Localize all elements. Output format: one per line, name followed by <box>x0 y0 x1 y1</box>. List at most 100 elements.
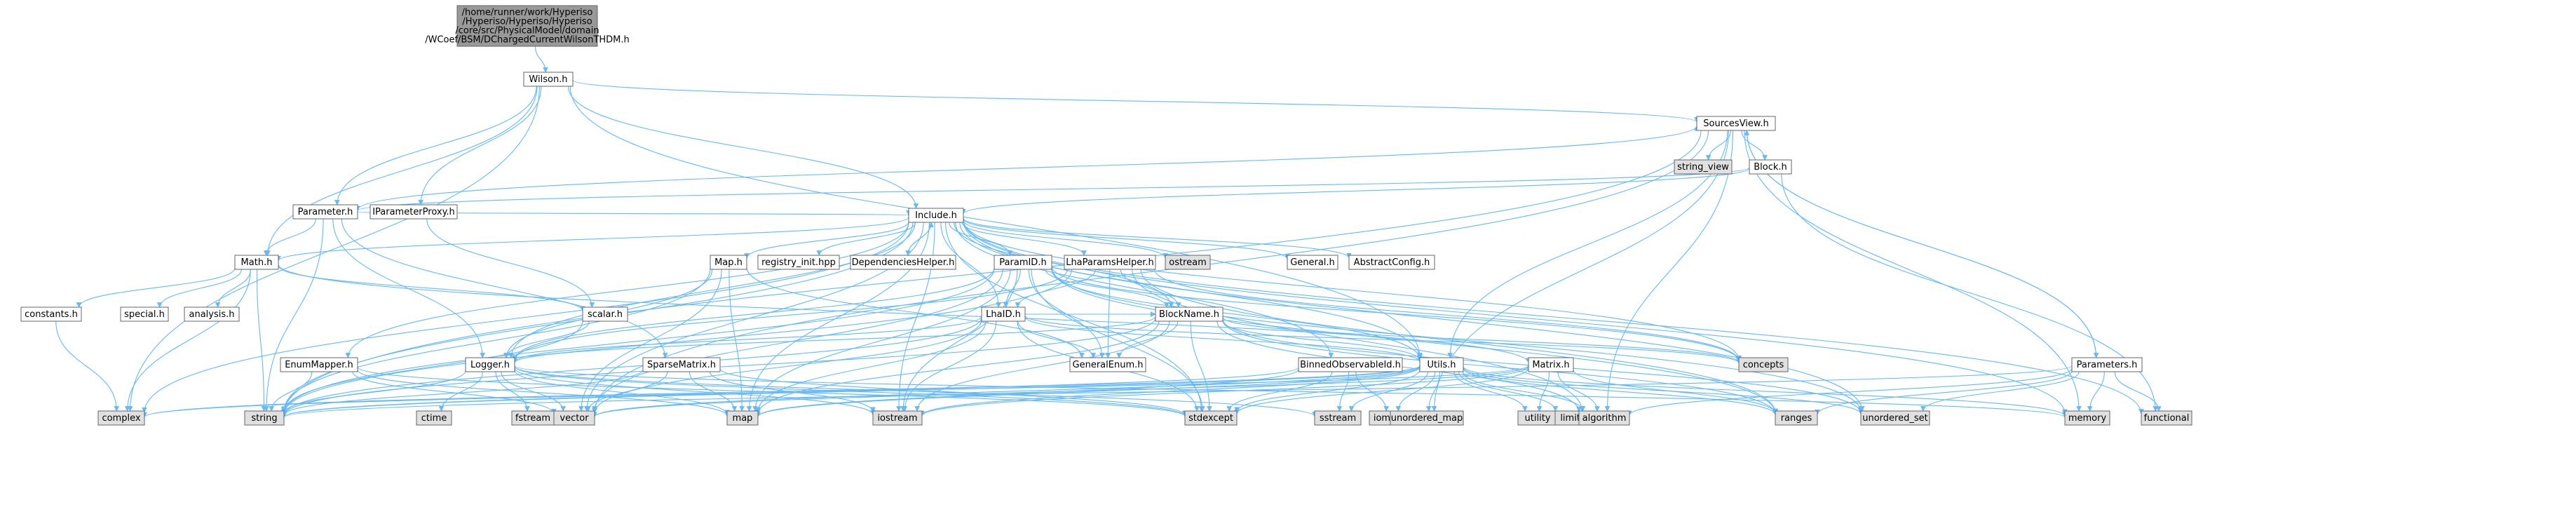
node-map-h[interactable]: Map.h <box>710 255 747 270</box>
edge-matrix-to-vector <box>592 365 1529 418</box>
node-string-view: string_view <box>1674 159 1733 175</box>
edge-parameters-to-algorithm <box>1627 368 2073 416</box>
node-lhaparamshelper[interactable]: LhaParamsHelper.h <box>1064 255 1156 270</box>
node-box <box>1696 116 1776 131</box>
edge-sparsematrix-to-string <box>281 369 644 417</box>
node-lhaid[interactable]: LhaID.h <box>981 306 1026 322</box>
node-analysis[interactable]: analysis.h <box>184 306 240 322</box>
node-utils[interactable]: Utils.h <box>1419 357 1464 372</box>
edge-matrix-to-algorithm <box>1557 371 1600 412</box>
node-box <box>642 357 721 372</box>
edge-paramid-to-concepts <box>1051 266 1742 362</box>
node-special[interactable]: special.h <box>120 306 169 322</box>
node-scalar[interactable]: scalar.h <box>582 306 628 322</box>
edge-sourcesview-to-algorithm <box>1604 130 1734 412</box>
node-box <box>1298 357 1403 372</box>
node-box <box>465 357 515 372</box>
node-binnedobservable[interactable]: BinnedObservableId.h <box>1298 357 1403 372</box>
node-box <box>757 255 840 270</box>
node-box <box>1064 255 1156 270</box>
node-box <box>1390 410 1464 426</box>
edge-lhaid-to-map <box>755 321 987 413</box>
node-box <box>1314 410 1362 426</box>
edge-include-to-enummapper <box>345 222 909 358</box>
node-box <box>97 410 145 426</box>
node-label: ranges <box>1781 413 1812 424</box>
node-enummapper[interactable]: EnumMapper.h <box>280 357 358 372</box>
edge-lhaparamshelper-to-generalenum <box>1105 269 1111 358</box>
node-box <box>582 306 628 322</box>
node-box <box>981 306 1026 322</box>
node-label: Utils.h <box>1428 360 1456 370</box>
edge-parameters-to-unordered_set <box>1920 371 2080 412</box>
node-box <box>1348 255 1435 270</box>
node-label: SourcesView.h <box>1703 119 1768 129</box>
node-generalenum[interactable]: GeneralEnum.h <box>1069 357 1146 372</box>
edge-logger-to-iostream <box>514 368 876 416</box>
edge-lhaparamshelper-to-logger <box>512 269 1068 361</box>
node-sourcesview[interactable]: SourcesView.h <box>1696 116 1776 131</box>
node-sstream: sstream <box>1314 410 1362 426</box>
edge-sourcesview-to-string_view <box>1705 130 1731 161</box>
edge-math-to-string <box>256 269 267 412</box>
node-box <box>553 410 595 426</box>
node-general[interactable]: General.h <box>1287 255 1338 270</box>
edge-blockname-to-logger <box>512 316 1156 364</box>
node-parameters[interactable]: Parameters.h <box>2071 357 2143 372</box>
node-map: map <box>726 410 759 426</box>
node-iparameterproxy[interactable]: IParameterProxy.h <box>370 204 458 220</box>
edge-logger-to-sstream <box>514 365 1317 417</box>
node-label: complex <box>102 413 140 424</box>
node-label: ParamID.h <box>999 257 1046 268</box>
node-parameter[interactable]: Parameter.h <box>292 204 358 220</box>
node-box <box>994 255 1052 270</box>
edge-logger-to-vector <box>501 371 567 412</box>
node-box <box>292 204 358 220</box>
node-label: Parameter.h <box>298 207 353 217</box>
node-label: algorithm <box>1582 413 1627 424</box>
node-box <box>184 306 240 322</box>
node-box <box>908 208 964 223</box>
node-constants[interactable]: constants.h <box>20 306 82 322</box>
edge-utils-to-unordered_map <box>1425 371 1440 412</box>
edge-include-to-general <box>963 218 1290 260</box>
node-string: string <box>244 410 285 426</box>
node-wilson[interactable]: Wilson.h <box>523 72 574 87</box>
node-box <box>1738 357 1789 372</box>
node-label: LhaID.h <box>986 309 1021 320</box>
edge-matrix-to-stdexcept <box>1234 368 1529 414</box>
node-abstractconfig[interactable]: AbstractConfig.h <box>1348 255 1435 270</box>
node-box <box>2141 410 2192 426</box>
node-unordered-set: unordered_set <box>1860 410 1930 426</box>
edge-include-to-ostream <box>963 220 1168 259</box>
node-box <box>1860 410 1930 426</box>
node-include[interactable]: Include.h <box>908 208 964 223</box>
node-math[interactable]: Math.h <box>234 255 279 270</box>
edge-map_h-to-string <box>281 268 711 412</box>
node-label: special.h <box>124 309 165 320</box>
node-iostream: iostream <box>872 410 923 426</box>
node-sparsematrix[interactable]: SparseMatrix.h <box>642 357 721 372</box>
edge-scalar-to-string <box>281 321 583 413</box>
edge-math-to-scalar <box>278 265 585 312</box>
node-logger[interactable]: Logger.h <box>465 357 515 372</box>
edge-parameter-to-sourcesview <box>357 125 1700 210</box>
node-box <box>523 72 574 87</box>
node-blockname[interactable]: BlockName.h <box>1155 306 1223 322</box>
edge-include-to-map_h <box>744 221 909 259</box>
node-label: EnumMapper.h <box>285 360 353 370</box>
node-dependencieshelper[interactable]: DependenciesHelper.h <box>850 255 956 270</box>
node-box <box>2064 410 2110 426</box>
node-root[interactable]: /home/runner/work/Hyperiso/Hyperiso/Hype… <box>425 5 630 47</box>
node-ctime: ctime <box>416 410 452 426</box>
node-paramid[interactable]: ParamID.h <box>994 255 1052 270</box>
node-box <box>2071 357 2143 372</box>
node-label: ostream <box>1169 257 1207 268</box>
node-box <box>416 410 452 426</box>
node-block[interactable]: Block.h <box>1749 159 1792 175</box>
node-matrix[interactable]: Matrix.h <box>1528 357 1574 372</box>
edge-wilson-to-utils <box>569 86 1423 358</box>
node-registry-init[interactable]: registry_init.hpp <box>757 255 840 270</box>
edge-lhaparamshelper-to-algorithm <box>1132 269 1585 412</box>
edge-include-to-abstractconfig <box>963 217 1352 259</box>
